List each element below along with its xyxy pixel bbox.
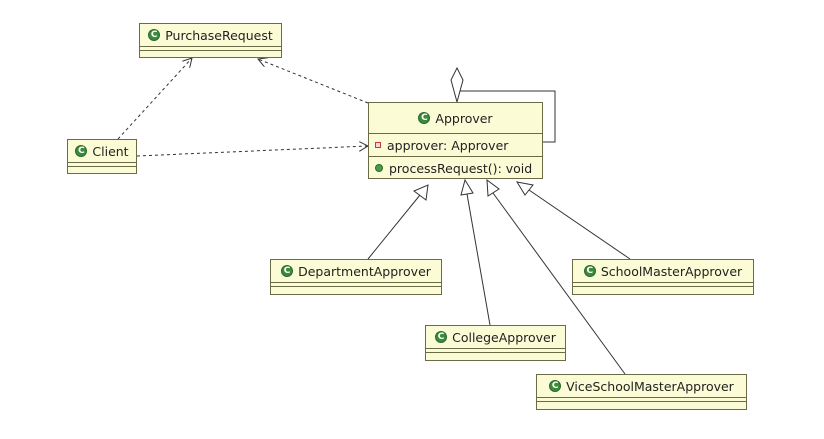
class-name: DepartmentApprover: [298, 263, 431, 279]
class-name: ViceSchoolMasterApprover: [566, 378, 734, 394]
college-generalization-line: [466, 193, 491, 326]
class-name: CollegeApprover: [452, 329, 556, 345]
field-text: approver: Approver: [387, 137, 509, 153]
class-icon: C: [281, 265, 294, 277]
public-method-icon: [375, 164, 383, 172]
class-icon: C: [549, 380, 562, 392]
class-box-school-master-approver[interactable]: C SchoolMasterApprover: [572, 259, 754, 295]
class-name: Approver: [435, 110, 493, 126]
class-icon: C: [75, 145, 88, 157]
client-to-approver-dependency: [136, 146, 368, 157]
class-icon: C: [435, 331, 448, 343]
class-name: Client: [92, 143, 129, 159]
viceschoolmaster-generalization-triangle: [486, 178, 500, 197]
class-box-vice-school-master-approver[interactable]: C ViceSchoolMasterApprover: [536, 374, 747, 410]
method-row: processRequest(): void: [369, 157, 542, 179]
class-box-purchase-request[interactable]: C PurchaseRequest: [139, 23, 282, 58]
schoolmaster-generalization-triangle: [515, 181, 534, 196]
client-to-purchaserequest-dependency: [117, 58, 192, 140]
class-name: SchoolMasterApprover: [600, 263, 743, 279]
aggregation-diamond: [450, 66, 464, 104]
class-icon: C: [148, 29, 161, 41]
class-box-approver[interactable]: C Approver approver: Approver processReq…: [368, 102, 543, 179]
department-generalization-triangle: [413, 184, 429, 201]
class-box-college-approver[interactable]: C CollegeApprover: [425, 325, 566, 361]
method-text: processRequest(): void: [389, 160, 533, 176]
private-field-icon: [375, 142, 381, 148]
schoolmaster-generalization-line: [528, 189, 631, 260]
field-row: approver: Approver: [369, 134, 542, 156]
class-box-client[interactable]: C Client: [67, 139, 137, 174]
department-generalization-line: [367, 194, 421, 260]
class-box-department-approver[interactable]: C DepartmentApprover: [270, 259, 442, 295]
college-generalization-triangle: [460, 178, 474, 196]
approver-to-purchaserequest-dependency: [258, 59, 369, 104]
class-icon: C: [418, 112, 431, 124]
viceschoolmaster-generalization-line: [492, 192, 626, 375]
class-icon: C: [583, 265, 596, 277]
class-name: PurchaseRequest: [165, 27, 273, 43]
